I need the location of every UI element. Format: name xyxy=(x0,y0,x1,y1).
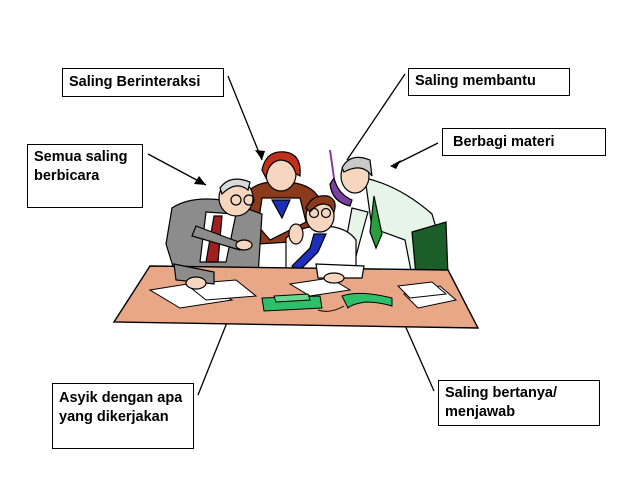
paper-sheet xyxy=(396,281,448,299)
arrowhead-berbicara xyxy=(194,176,206,185)
arrowhead-berinteraksi xyxy=(255,150,265,160)
figure-young-man-front xyxy=(285,195,357,277)
figure-older-man-left xyxy=(165,178,263,277)
phone-icon xyxy=(261,293,345,312)
pointer-line-berbagi xyxy=(391,142,439,167)
pointer-line-membantu xyxy=(346,73,406,161)
label-saling-membantu: Saling membantu xyxy=(408,68,570,96)
arms-on-table xyxy=(173,263,365,290)
label-berbagi-materi: Berbagi materi xyxy=(442,128,606,156)
label-semua-saling-berbicara: Semua saling berbicara xyxy=(27,144,143,208)
pointer-line-berbicara xyxy=(147,153,207,186)
label-saling-bertanya: Saling bertanya/ menjawab xyxy=(438,380,600,426)
label-saling-berinteraksi: Saling Berinteraksi xyxy=(62,68,224,97)
pointer-line-berinteraksi xyxy=(227,75,263,161)
label-asyik-dengan: Asyik dengan apa yang dikerjakan xyxy=(52,383,194,449)
phone-handset-icon xyxy=(341,292,393,309)
